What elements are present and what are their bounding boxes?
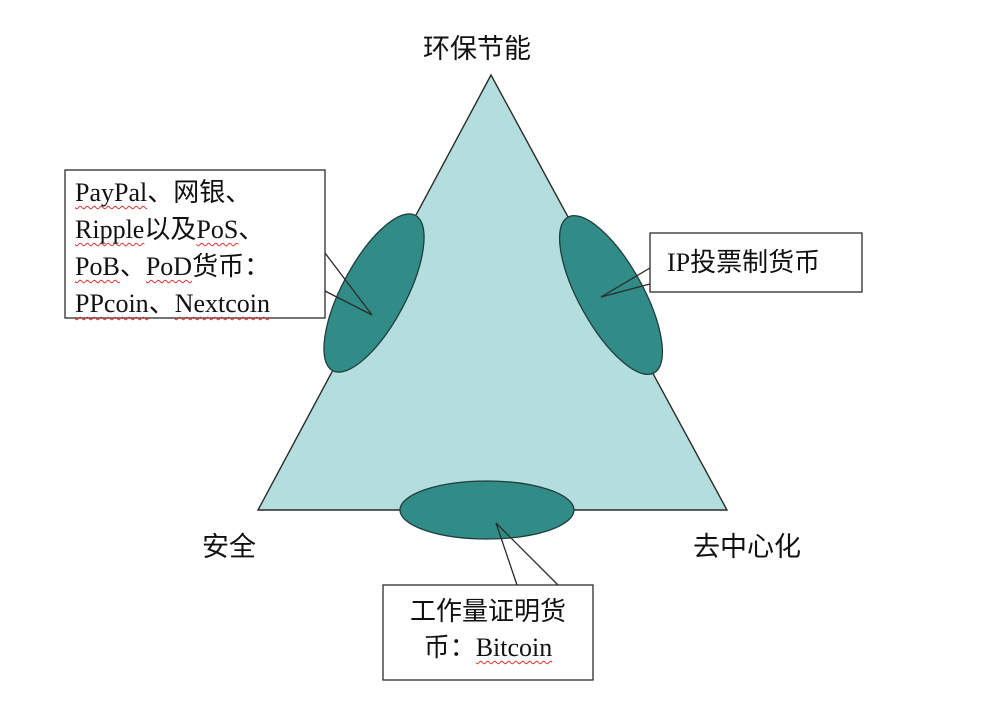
- bottom-callout-text: 工作量证明货 币：Bitcoin: [384, 586, 592, 666]
- left-callout-text: PayPal、网银、 Ripple以及PoS、 PoB、PoD货币： PPcoi…: [66, 171, 324, 322]
- spelling-underline: Ripple: [75, 215, 145, 244]
- right-callout-box: [649, 232, 863, 293]
- spelling-underline: PayPal: [75, 178, 148, 207]
- spelling-underline: PoD: [145, 252, 193, 281]
- bottom-callout-box: [382, 584, 594, 681]
- left-edge-ellipse: [323, 213, 425, 373]
- vertex-label-top: 环保节能: [423, 34, 531, 65]
- bottom-edge-ellipse: [399, 480, 575, 540]
- left-callout-line: PayPal、网银、: [75, 178, 252, 207]
- spelling-underline: PPcoin: [75, 289, 149, 318]
- right-callout-text: IP投票制货币: [651, 234, 861, 291]
- vertex-label-bottom-right: 去中心化: [693, 532, 801, 563]
- spelling-underline: Bitcoin: [475, 633, 553, 662]
- spelling-underline: Nextcoin: [174, 289, 271, 318]
- spelling-underline: PoS: [196, 215, 239, 244]
- bottom-callout-line: 币：Bitcoin: [423, 633, 553, 662]
- right-callout-pointer: [600, 267, 651, 298]
- left-callout-box: [64, 169, 326, 319]
- left-callout-line: PoB、PoD货币：: [75, 252, 271, 281]
- right-callout-line: IP投票制货币: [667, 248, 821, 277]
- left-callout-line: PPcoin、Nextcoin: [75, 289, 271, 318]
- bottom-callout-pointer: [495, 522, 559, 586]
- vertex-label-bottom-left: 安全: [202, 532, 256, 563]
- left-callout-pointer: [324, 252, 373, 316]
- left-callout-line: Ripple以及PoS、: [75, 215, 265, 244]
- bottom-callout-line: 工作量证明货: [409, 597, 566, 626]
- spelling-underline: PoB: [75, 252, 120, 281]
